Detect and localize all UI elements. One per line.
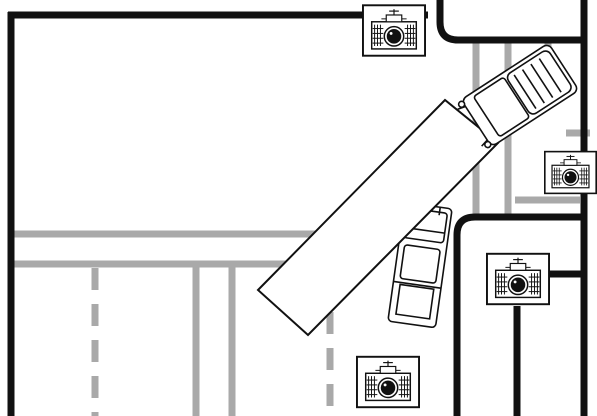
- walls: [7, 0, 588, 416]
- truck-cab: [457, 44, 578, 149]
- traffic-camera-top: [362, 4, 426, 57]
- traffic-camera-bottom: [356, 355, 420, 409]
- traffic-camera-right: [544, 150, 597, 195]
- traffic-camera-middle-right: [486, 252, 550, 306]
